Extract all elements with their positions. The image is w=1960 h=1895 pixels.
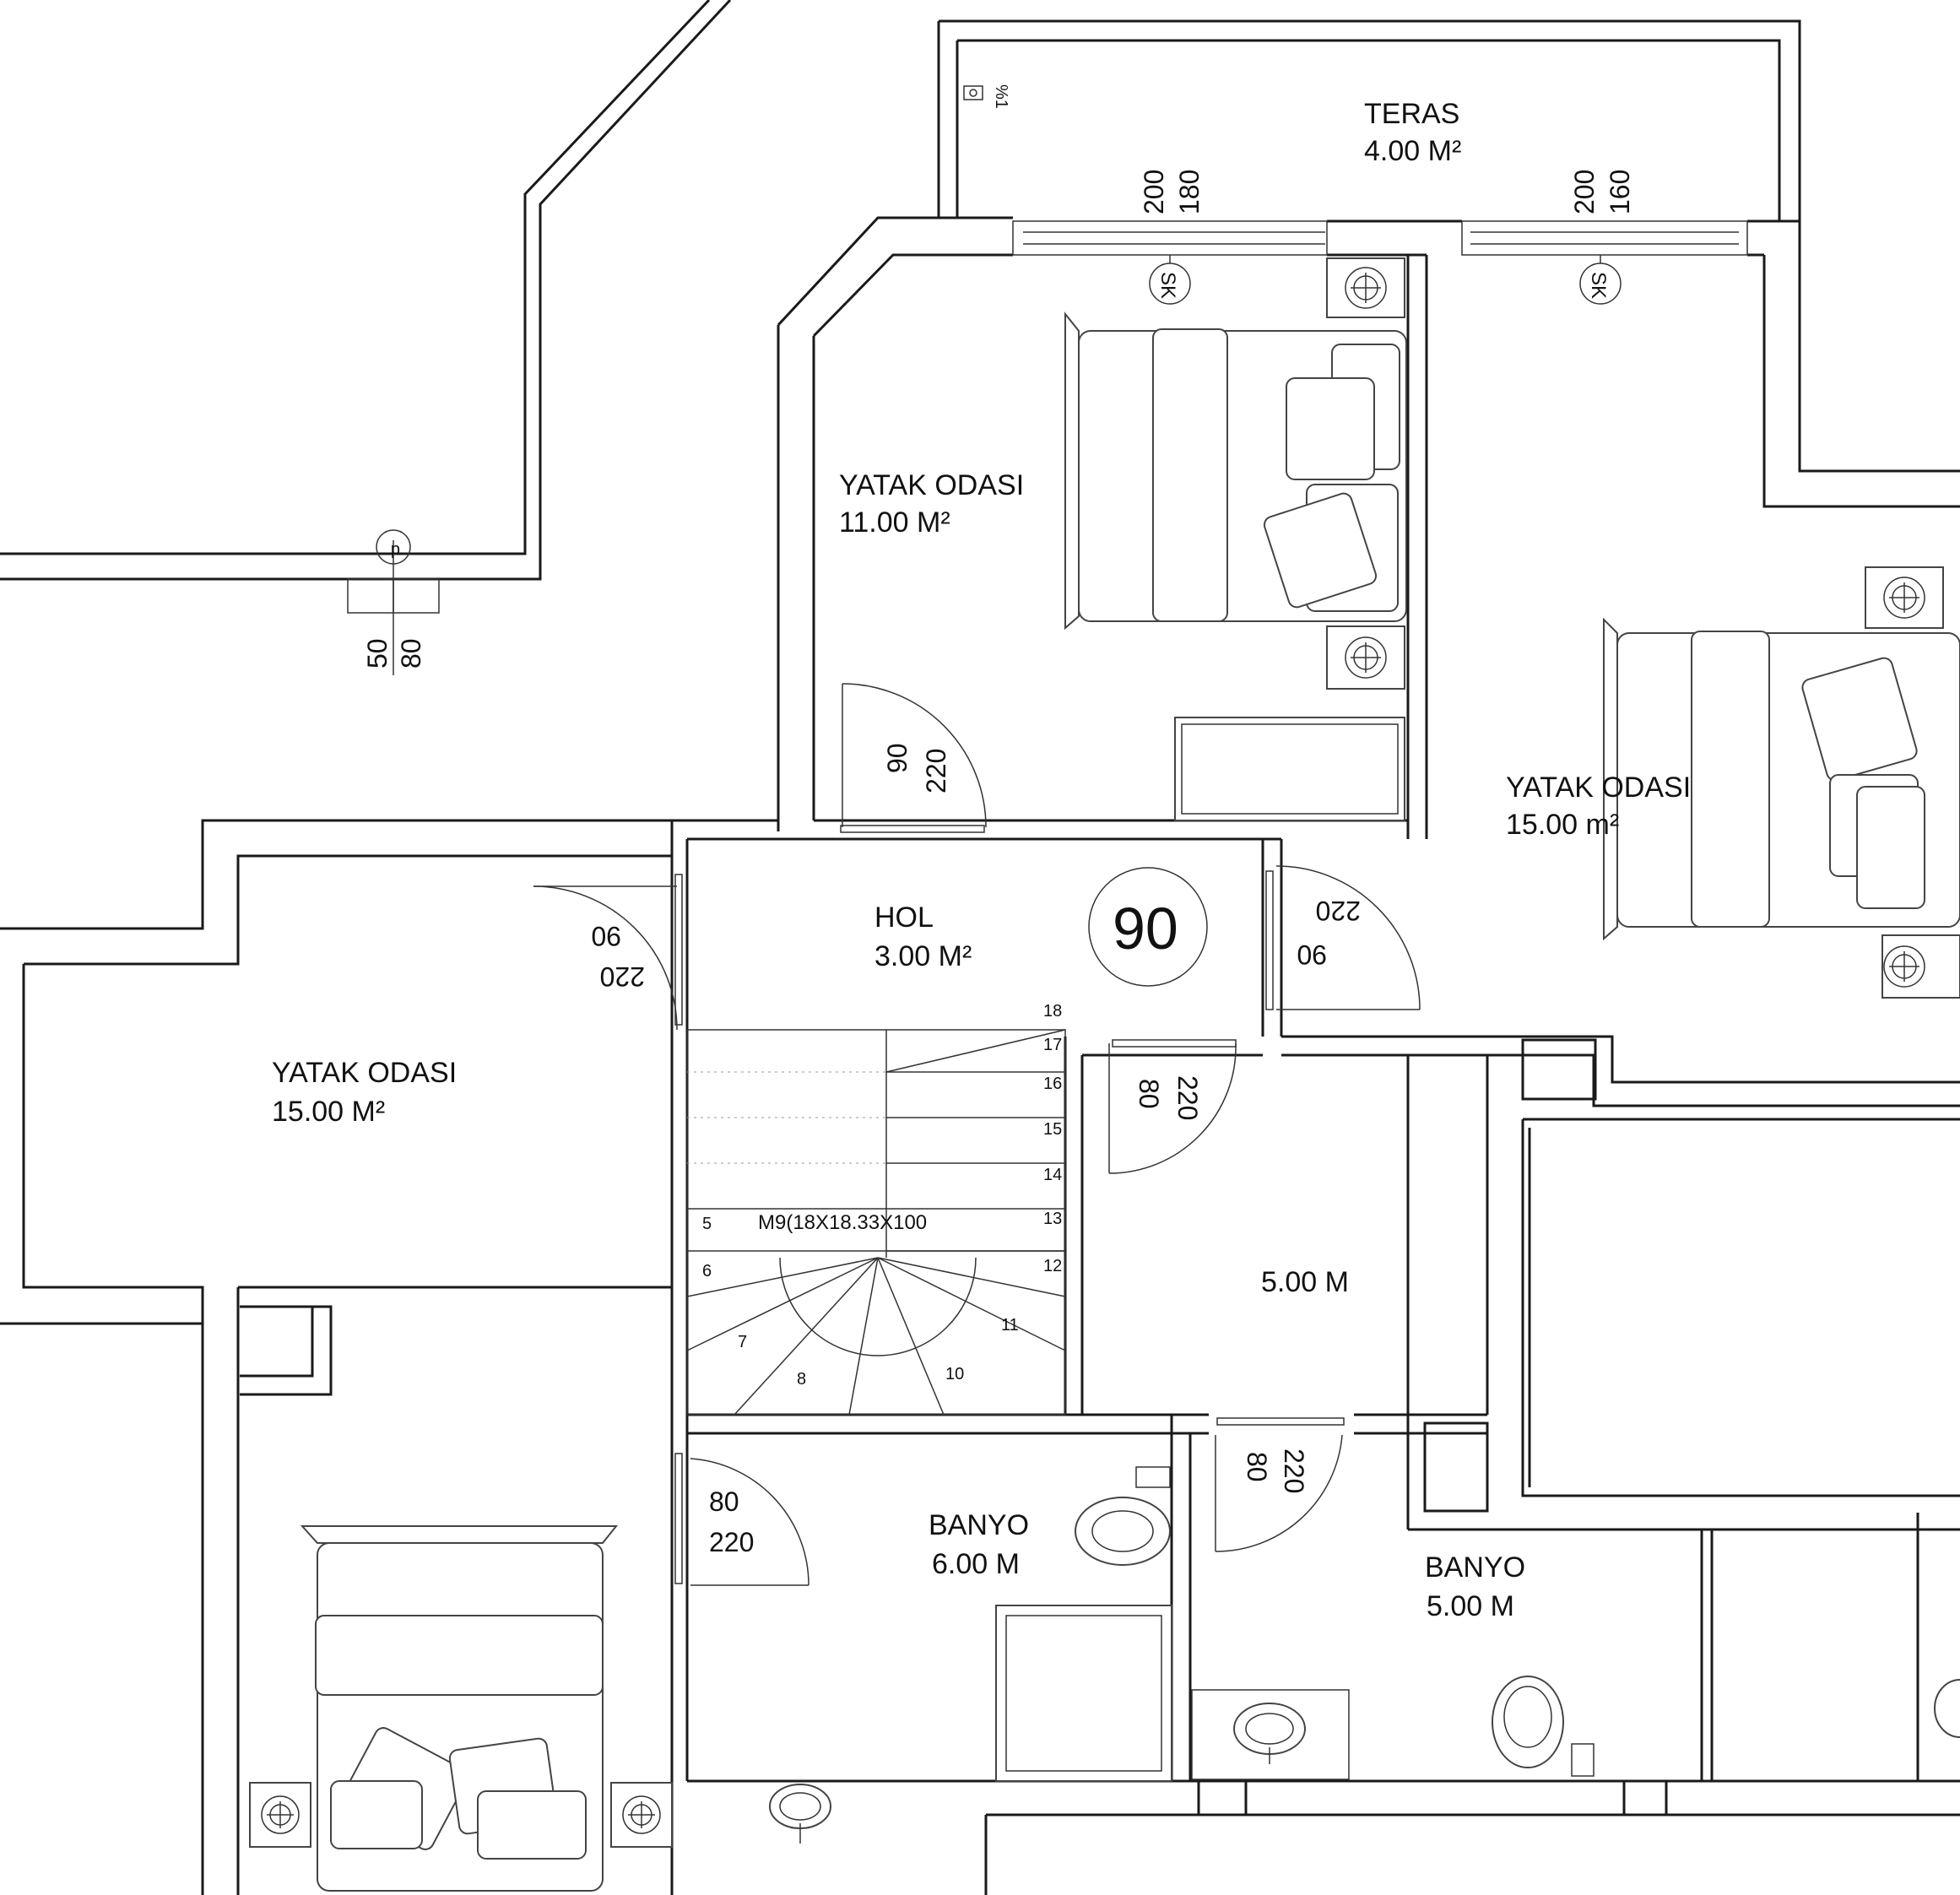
bed-right (1603, 617, 1960, 941)
bedroom-right-door-h: 220 (1316, 896, 1361, 926)
bedroom-top-name: YATAK ODASI (839, 469, 1024, 501)
bedroom-left-name: YATAK ODASI (272, 1057, 457, 1089)
stair-step-13: 13 (1043, 1210, 1062, 1228)
toilet-right (1492, 1676, 1595, 1777)
center-door-h: 220 (1172, 1075, 1203, 1120)
nightstand-right-1 (1865, 566, 1944, 629)
toilet-left (1075, 1466, 1171, 1566)
bedroom-top-door-h: 220 (921, 749, 951, 793)
stair-step-18: 18 (1043, 1002, 1062, 1021)
level-mark: 90 (1088, 867, 1208, 987)
left-window-h: 80 (396, 638, 426, 669)
stair-step-7: 7 (738, 1333, 747, 1351)
stair-step-12: 12 (1043, 1257, 1062, 1275)
windows (347, 220, 1748, 675)
drain-symbol: d (391, 541, 400, 560)
sink-far-right (1934, 1679, 1960, 1738)
banyo-right-door-h: 220 (1279, 1448, 1309, 1493)
stair-step-5: 5 (702, 1215, 712, 1233)
bed-top (1064, 311, 1407, 631)
hol-area: 3.00 M² (874, 940, 972, 972)
banyo-right-name: BANYO (1425, 1551, 1525, 1584)
stair-step-16: 16 (1043, 1075, 1062, 1093)
stair-step-15: 15 (1043, 1120, 1062, 1139)
bedroom-left-door-h: 220 (600, 961, 645, 992)
bedroom-right-area: 15.00 m² (1506, 809, 1619, 841)
hol-name: HOL (874, 901, 934, 934)
room-labels: TERAS 4.00 M² YATAK ODASI 11.00 M² YATAK… (272, 98, 1691, 1622)
stair-step-8: 8 (797, 1370, 806, 1389)
teras-left-h: 180 (1174, 170, 1205, 214)
left-window-w: 50 (362, 638, 393, 669)
nightstand-top-2 (1326, 625, 1405, 690)
stair-step-11: 11 (1001, 1316, 1019, 1335)
bedroom-left-door-w: 90 (591, 921, 621, 951)
level-mark-label: 90 (1113, 896, 1178, 961)
room-center-area: 5.00 M (1261, 1266, 1349, 1298)
banyo-right-area: 5.00 M (1427, 1590, 1514, 1622)
teras-name: TERAS (1364, 98, 1459, 130)
banyo-left-door-w: 80 (709, 1486, 739, 1517)
drain: d (376, 529, 411, 565)
dresser-top (1174, 717, 1405, 821)
banyo-left-area: 6.00 M (932, 1548, 1020, 1580)
teras-area: 4.00 M² (1364, 135, 1461, 167)
sk-label-2: SK (1587, 272, 1610, 299)
bed-left (300, 1525, 619, 1892)
teras-drain: %1 (963, 84, 1010, 109)
stair-step-17: 17 (1043, 1036, 1062, 1054)
doors (533, 683, 1421, 1586)
nightstand-right-2 (1881, 934, 1960, 999)
sk-symbol-1: SK (1149, 255, 1191, 305)
slope-symbol: %1 (992, 84, 1010, 109)
nightstand-left-2 (610, 1782, 673, 1848)
banyo-left-name: BANYO (929, 1509, 1029, 1541)
banyo-left-door-h: 220 (709, 1527, 754, 1557)
dimensions: 200 180 200 160 50 80 90 220 90 220 220 … (362, 170, 1635, 1557)
bedroom-left-area: 15.00 M² (272, 1096, 385, 1128)
furniture: d %1 SK SK (249, 84, 1960, 1892)
bedroom-top-area: 11.00 M² (839, 506, 950, 539)
teras-left-w: 200 (1139, 170, 1169, 214)
sk-symbol-2: SK (1579, 255, 1622, 305)
shower-left (995, 1605, 1172, 1782)
stair: 18 17 16 15 14 13 12 11 10 8 7 6 5 M9(18… (686, 1002, 1066, 1416)
stair-step-10: 10 (945, 1365, 964, 1383)
sink-left (769, 1784, 831, 1844)
banyo-right-door-w: 80 (1242, 1452, 1272, 1482)
teras-right-w: 200 (1569, 170, 1600, 214)
bedroom-top-door-w: 90 (882, 743, 912, 773)
bedroom-right-door-w: 90 (1297, 939, 1327, 970)
center-door-w: 80 (1134, 1079, 1164, 1109)
stair-step-14: 14 (1043, 1166, 1062, 1184)
sk-label-1: SK (1156, 272, 1179, 299)
stair-spec: M9(18X18.33X100 (758, 1211, 927, 1234)
stair-step-6: 6 (702, 1262, 712, 1280)
nightstand-left-1 (249, 1782, 311, 1848)
nightstand-top-1 (1326, 257, 1405, 318)
teras-right-h: 160 (1605, 170, 1635, 214)
sink-right (1191, 1689, 1350, 1780)
bedroom-right-name: YATAK ODASI (1506, 772, 1691, 804)
